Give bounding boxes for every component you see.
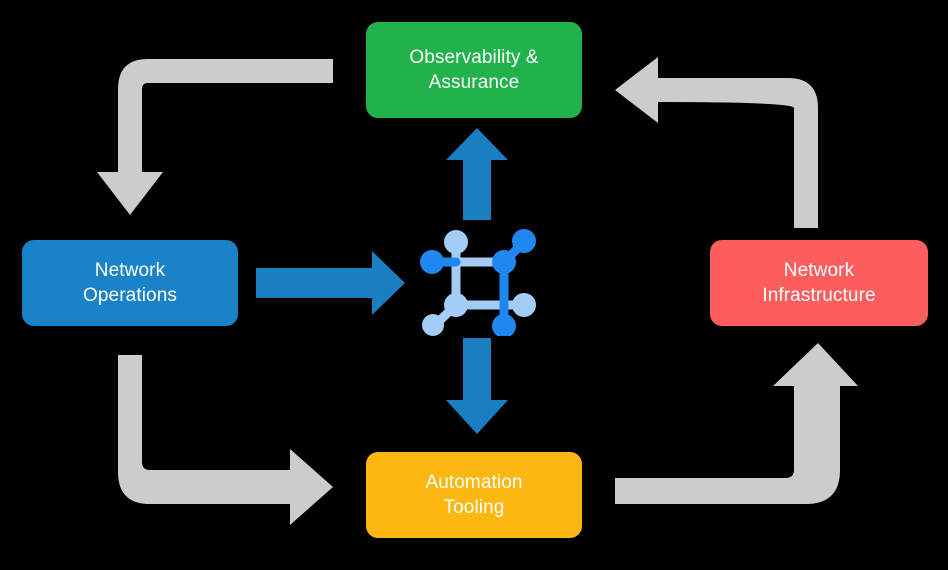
node-network-operations[interactable]: Network Operations: [22, 240, 238, 326]
node-automation-tooling[interactable]: Automation Tooling: [366, 452, 582, 538]
topology-nodes-secondary: [422, 230, 536, 336]
blue-arrow-center-to-automation: [446, 338, 508, 434]
gray-arrow-operations-to-automation: [118, 355, 333, 525]
blue-arrow-center-to-observability: [446, 128, 508, 220]
blue-arrow-operations-to-center: [256, 251, 405, 315]
network-topology-icon: [420, 229, 536, 336]
node-infrastructure-label: Network Infrastructure: [762, 259, 876, 306]
node-observability-assurance[interactable]: Observability & Assurance: [366, 22, 582, 118]
gray-arrow-automation-to-infrastructure: [615, 343, 858, 504]
node-observability-label: Observability & Assurance: [409, 46, 539, 93]
gray-arrow-infrastructure-to-observability: [615, 57, 818, 228]
gray-arrow-observability-to-operations: [97, 59, 333, 215]
node-automation-label: Automation Tooling: [425, 471, 523, 518]
node-network-infrastructure[interactable]: Network Infrastructure: [710, 240, 928, 326]
topology-nodes-primary: [420, 229, 536, 336]
node-operations-label: Network Operations: [83, 259, 177, 306]
